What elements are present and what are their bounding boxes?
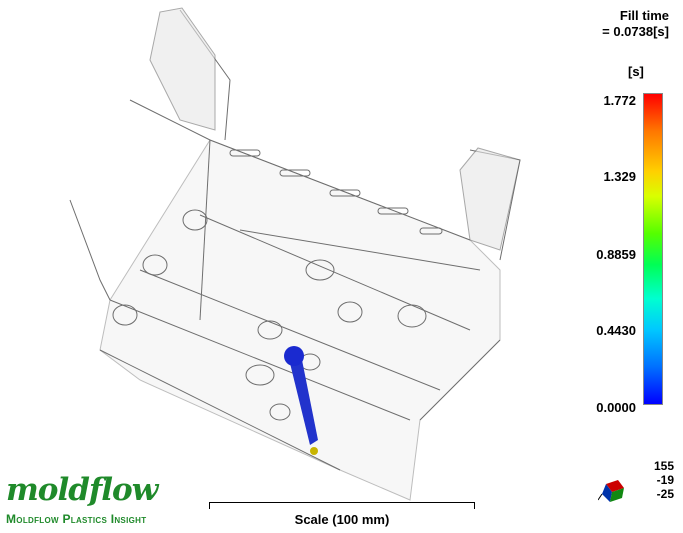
legend-tick: 0.8859 (596, 247, 636, 262)
melt-front (288, 350, 318, 445)
rotation-y: -19 (656, 473, 674, 487)
result-value: = 0.0738[s] (602, 24, 669, 39)
gate-marker (310, 447, 318, 455)
product-name: Moldflow Plastics Insight (6, 512, 147, 526)
legend-tick: 1.329 (603, 169, 636, 184)
orientation-angles: 155 -19 -25 (650, 459, 674, 501)
legend-tick: 0.4430 (596, 323, 636, 338)
result-name: Fill time (619, 8, 669, 23)
scale-label: Scale (100 mm) (294, 512, 390, 527)
color-legend-bar (643, 93, 663, 405)
rotation-x: 155 (653, 459, 674, 473)
rotation-z: -25 (656, 487, 674, 501)
legend-tick-min: 0.0000 (596, 400, 636, 415)
scale-bar (209, 502, 475, 509)
moldflow-logo: moldflow (6, 472, 158, 508)
legend-tick-max: 1.772 (603, 93, 636, 108)
legend-unit: [s] (628, 64, 644, 79)
orientation-cube-icon[interactable] (598, 474, 628, 504)
result-title: Fill time = 0.0738[s] (602, 8, 669, 40)
